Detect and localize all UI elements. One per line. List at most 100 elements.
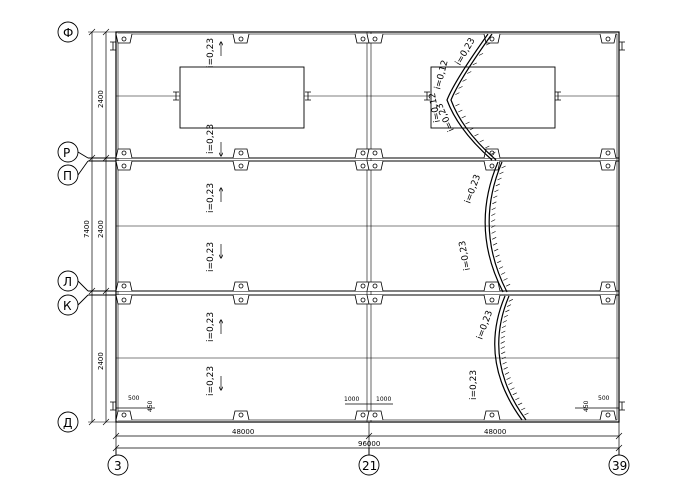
hatch-line: [495, 183, 500, 187]
bolt-circle: [360, 163, 366, 169]
dim-bay-right: 48000: [484, 428, 506, 436]
hatch-line: [500, 346, 505, 349]
slope-label: i=0,23: [475, 309, 495, 341]
hatch-line: [499, 171, 504, 175]
hatch-line: [503, 278, 508, 281]
hatch-line: [498, 266, 504, 269]
hatch-line: [491, 231, 496, 234]
hatch-line: [478, 53, 484, 56]
hatch-line: [491, 213, 496, 216]
column-cap: [232, 410, 250, 421]
dim-mid-1000-right: 1000: [376, 396, 391, 403]
bolt-circle: [238, 36, 244, 42]
dim-offset-left-450: 450: [147, 400, 154, 412]
hatch-line: [497, 260, 502, 264]
column-axis-bubbles: [107, 448, 630, 476]
dim-offset-left-500: 500: [128, 395, 140, 402]
hatch-line: [505, 309, 510, 313]
hatch-line: [506, 377, 511, 380]
hatch-line: [491, 225, 496, 228]
skylight-right: [430, 66, 556, 129]
hatch-line: [500, 335, 506, 339]
hatch-line: [494, 189, 499, 193]
bolt-circle: [238, 412, 244, 418]
column-cap: [599, 281, 617, 292]
column-caps: [115, 33, 617, 421]
column-cap: [483, 281, 501, 292]
hatch-line: [491, 151, 496, 155]
hatch-line: [524, 412, 529, 416]
bolt-circle: [238, 297, 244, 303]
slope-label: i=0,23: [206, 38, 216, 68]
hatch-line: [492, 201, 497, 205]
hatch-line: [461, 115, 466, 119]
hatch-line: [492, 237, 497, 240]
hatch-line: [510, 387, 515, 391]
axis-row-label: Д: [63, 416, 72, 430]
hatch-line: [494, 248, 499, 252]
vertical-dimension-chain: [88, 28, 110, 426]
axis-row-label: Р: [63, 146, 70, 160]
axis-row-label: К: [63, 299, 72, 313]
hatch-line: [462, 79, 467, 82]
bolt-circle: [360, 412, 366, 418]
column-cap: [232, 294, 250, 305]
dim-overall-vertical: 7400: [83, 220, 91, 238]
column-cap: [483, 410, 501, 421]
bolt-circle: [121, 150, 127, 156]
axis-row-label: Ф: [63, 26, 73, 40]
bolt-circle: [489, 412, 495, 418]
column-cap: [115, 410, 133, 421]
column-cap: [366, 410, 384, 421]
hatch-line: [486, 42, 491, 46]
hatch-line: [501, 272, 506, 275]
hatch-line: [479, 139, 484, 143]
column-cap: [366, 160, 384, 171]
column-cap: [599, 33, 617, 44]
dim-span-c: 2400: [97, 352, 105, 370]
axis-col-label: 39: [612, 459, 627, 473]
bolt-circle: [605, 283, 611, 289]
bolt-circle: [489, 283, 495, 289]
dim-overall-horizontal: 96000: [358, 440, 380, 448]
axis-row-label: П: [63, 169, 72, 183]
column-cap: [599, 148, 617, 159]
hatch-line: [501, 325, 507, 329]
column-cap: [599, 294, 617, 305]
column-cap: [366, 294, 384, 305]
gutter-curves: [446, 33, 527, 421]
hatch-line: [502, 361, 507, 365]
hatch-line: [469, 127, 474, 131]
hatch-line: [503, 367, 508, 370]
dim-span-b: 2400: [97, 220, 105, 238]
slope-label: i=0,23: [454, 36, 478, 67]
column-cap: [232, 148, 250, 159]
hatch-line: [495, 254, 500, 258]
dim-mid-1000-left: 1000: [344, 396, 359, 403]
bolt-circle: [121, 36, 127, 42]
hatch-line: [491, 207, 496, 211]
row-axis-bubbles: [57, 21, 89, 433]
bolt-circle: [360, 36, 366, 42]
hatch-line: [506, 304, 512, 307]
bolt-circle: [360, 297, 366, 303]
column-cap: [599, 410, 617, 421]
bolt-circle: [605, 163, 611, 169]
column-cap: [366, 281, 384, 292]
axis-col-label: 21: [362, 459, 377, 473]
hatch-line: [517, 402, 523, 406]
column-cap: [232, 33, 250, 44]
skylight-left: [179, 66, 305, 129]
hatch-line: [465, 121, 470, 125]
hatch-line: [493, 195, 498, 199]
beam-symbols: [110, 41, 625, 411]
bolt-circle: [605, 412, 611, 418]
slope-label: i=0,23: [469, 370, 479, 400]
slope-label: i=0,23: [463, 173, 483, 205]
bolt-circle: [489, 163, 495, 169]
slope-label: i=0,23: [206, 366, 216, 396]
slope-label: i=0,23: [458, 240, 473, 271]
hatch-line: [501, 356, 506, 360]
bolt-circle: [372, 163, 378, 169]
